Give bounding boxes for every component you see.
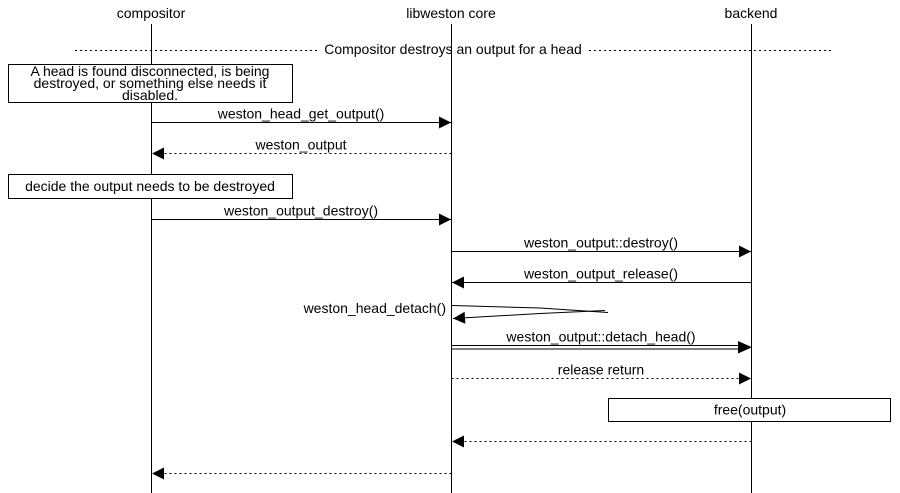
note-head-disconnected-box — [8, 64, 293, 103]
note-free-output-box — [608, 398, 891, 422]
divider: Compositor destroys an output for a head — [75, 41, 831, 57]
message-weston-output-vfunc-destroy-label: weston_output::destroy() — [523, 235, 678, 251]
message-weston-output-return: weston_output — [152, 137, 452, 160]
message-release-return: release return — [451, 362, 751, 385]
note-decide-destroy: decide the output needs to be destroyed — [8, 174, 293, 199]
message-weston-output-release: weston_output_release() — [452, 266, 752, 289]
participant-label-libweston-core: libweston core — [406, 5, 496, 21]
message-weston-output-release-label: weston_output_release() — [523, 266, 678, 282]
message-weston-head-get-output-label: weston_head_get_output() — [217, 106, 385, 122]
message-weston-output-return-label: weston_output — [254, 137, 346, 153]
message-weston-output-destroy: weston_output_destroy() — [151, 203, 451, 226]
message-weston-head-get-output: weston_head_get_output() — [151, 106, 451, 129]
message-weston-head-detach-label: weston_head_detach() — [303, 300, 446, 316]
participant-label-backend: backend — [725, 5, 778, 21]
note-head-disconnected-line-3: disabled. — [122, 87, 178, 103]
participant-label-compositor: compositor — [117, 5, 186, 21]
message-weston-head-detach-loop-bottom — [452, 310, 606, 324]
message-weston-output-detach-head-arrowhead — [738, 341, 752, 354]
note-free-output: free(output) — [608, 398, 891, 422]
message-weston-head-detach-self: weston_head_detach() — [303, 300, 609, 324]
message-weston-output-detach-head-label: weston_output::detach_head() — [505, 329, 695, 345]
note-decide-destroy-label: decide the output needs to be destroyed — [25, 178, 275, 194]
message-weston-output-destroy-label: weston_output_destroy() — [223, 203, 378, 219]
message-weston-output-vfunc-destroy: weston_output::destroy() — [451, 235, 751, 258]
message-release-return-label: release return — [558, 362, 644, 378]
message-weston-output-detach-head: weston_output::detach_head() — [451, 329, 752, 354]
note-head-disconnected-line-1: A head is found disconnected, is being — [31, 63, 270, 79]
note-decide-destroy-box — [8, 174, 293, 199]
note-head-disconnected-line-2: destroyed, or something else needs it — [34, 75, 267, 91]
note-free-output-label: free(output) — [714, 402, 786, 418]
note-head-disconnected: A head is found disconnected, is being d… — [8, 63, 293, 103]
divider-label: Compositor destroys an output for a head — [324, 41, 582, 57]
